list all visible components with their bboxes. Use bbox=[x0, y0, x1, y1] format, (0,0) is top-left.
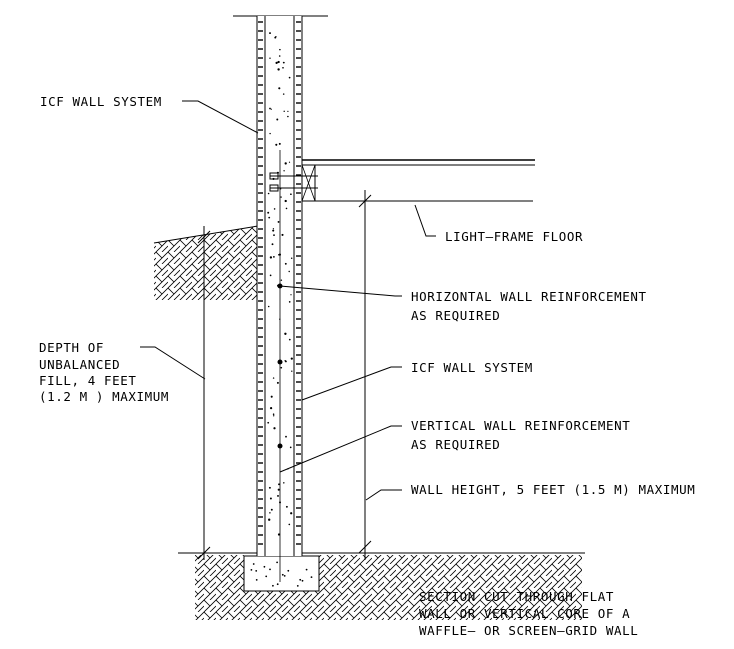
backfill-soil bbox=[153, 225, 259, 300]
label-vertical-reinforcement-2: AS REQUIRED bbox=[411, 437, 500, 452]
label-depth-1: DEPTH OF bbox=[39, 340, 104, 355]
concrete-aggregate bbox=[250, 32, 313, 587]
label-icf-wall-system-mid: ICF WALL SYSTEM bbox=[411, 360, 533, 375]
icf-wall bbox=[250, 16, 313, 587]
leader-lines bbox=[140, 100, 436, 501]
label-depth-4: (1.2 M ) MAXIMUM bbox=[39, 389, 169, 404]
light-frame-floor bbox=[269, 159, 535, 202]
label-horizontal-reinforcement-2: AS REQUIRED bbox=[411, 308, 500, 323]
label-section-1: SECTION CUT THROUGH FLAT bbox=[419, 589, 614, 604]
label-vertical-reinforcement: VERTICAL WALL REINFORCEMENT bbox=[411, 418, 630, 433]
fill-depth-dimension bbox=[197, 226, 211, 560]
form-ties bbox=[258, 21, 301, 545]
label-section-2: WALL OR VERTICAL CORE OF A bbox=[419, 606, 630, 621]
wall-height-dimension bbox=[358, 190, 372, 560]
label-light-frame-floor: LIGHT—FRAME FLOOR bbox=[445, 229, 583, 244]
label-section-3: WAFFLE— OR SCREEN—GRID WALL bbox=[419, 623, 638, 638]
label-depth-3: FILL, 4 FEET bbox=[39, 373, 137, 388]
label-depth-2: UNBALANCED bbox=[39, 357, 120, 372]
label-horizontal-reinforcement: HORIZONTAL WALL REINFORCEMENT bbox=[411, 289, 647, 304]
label-wall-height: WALL HEIGHT, 5 FEET (1.5 M) MAXIMUM bbox=[411, 482, 695, 497]
label-icf-wall-system-top: ICF WALL SYSTEM bbox=[40, 94, 162, 109]
ground-soil bbox=[195, 555, 582, 620]
